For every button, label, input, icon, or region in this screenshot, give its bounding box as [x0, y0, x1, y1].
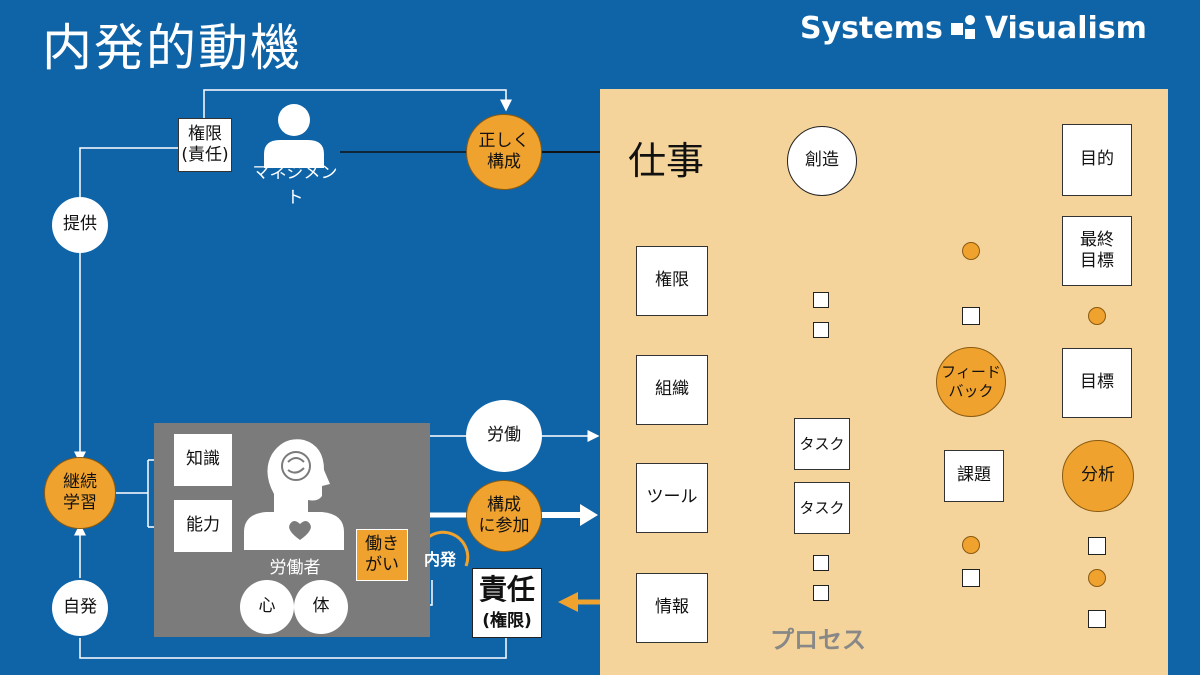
worth-line1: 働き — [365, 533, 399, 554]
provide-node: 提供 — [52, 197, 108, 253]
intrinsic-label: 内発 — [423, 550, 456, 569]
authority-line1: 権限 — [188, 123, 222, 144]
brand-left: Systems — [800, 10, 943, 46]
participate-line2: に参加 — [478, 516, 530, 536]
voluntary-node: 自発 — [52, 580, 108, 636]
task-box-2: タスク — [794, 482, 850, 534]
continuous-learning-node: 継続 学習 — [44, 457, 116, 529]
spine-square — [813, 585, 829, 601]
issue-box: 課題 — [944, 450, 1004, 502]
analysis-node: 分析 — [1062, 440, 1134, 512]
junction-dot — [1088, 307, 1106, 325]
process-square — [1088, 610, 1106, 628]
knowledge-box: 知識 — [174, 434, 232, 486]
brand-right: Visualism — [984, 10, 1147, 46]
management-label: マネジメント — [252, 163, 338, 208]
feedback-square — [962, 307, 980, 325]
worker-label: 労働者 — [269, 557, 321, 578]
final-goal-box: 最終 目標 — [1062, 216, 1132, 286]
labor-node: 労働 — [466, 400, 542, 472]
body-node: 体 — [294, 580, 348, 634]
spine-square — [813, 322, 829, 338]
correct-line1: 正しく — [478, 130, 530, 151]
purpose-box: 目的 — [1062, 124, 1132, 196]
spine-square — [813, 292, 829, 308]
process-square — [1088, 537, 1106, 555]
work-label: 仕事 — [628, 139, 705, 183]
junction-dot — [962, 242, 980, 260]
worth-box: 働き がい — [356, 529, 408, 581]
brand-logo: Systems Visualism — [800, 6, 1147, 50]
authority-box: 権限 (責任) — [178, 118, 232, 172]
feedback-line2: バック — [948, 382, 994, 400]
junction-dot — [1088, 569, 1106, 587]
final-line1: 最終 — [1080, 229, 1114, 250]
feedback-square — [962, 569, 980, 587]
page-title: 内発的動機 — [42, 19, 302, 77]
participate-node: 構成 に参加 — [466, 480, 542, 552]
spine-square — [813, 555, 829, 571]
correct-composition-node: 正しく 構成 — [466, 114, 542, 190]
responsibility-label: 責任 — [478, 573, 535, 607]
manager-person-icon — [264, 104, 324, 168]
resource-tool: ツール — [636, 463, 708, 533]
responsibility-box: 責任 (権限) — [472, 568, 542, 638]
resource-authority: 権限 — [636, 246, 708, 316]
task-box-1: タスク — [794, 418, 850, 470]
create-node: 創造 — [787, 126, 857, 196]
goal-box: 目標 — [1062, 348, 1132, 418]
continuous-line2: 学習 — [63, 493, 97, 513]
worker-head-brain-icon — [244, 439, 344, 550]
process-label: プロセス — [770, 626, 866, 654]
mind-node: 心 — [240, 580, 294, 634]
responsibility-sub: (権限) — [482, 610, 532, 631]
participate-line1: 構成 — [487, 494, 521, 515]
junction-dot — [962, 536, 980, 554]
continuous-line1: 継続 — [63, 471, 97, 492]
ability-box: 能力 — [174, 500, 232, 552]
resource-information: 情報 — [636, 573, 708, 643]
brand-mark-icon — [950, 15, 977, 41]
authority-line2: (責任) — [181, 145, 229, 165]
correct-line2: 構成 — [487, 152, 521, 172]
final-line2: 目標 — [1080, 251, 1114, 271]
feedback-node: フィード バック — [936, 347, 1006, 417]
worth-line2: がい — [365, 555, 399, 575]
resource-organization: 組織 — [636, 355, 708, 425]
feedback-line1: フィード — [941, 363, 1001, 382]
